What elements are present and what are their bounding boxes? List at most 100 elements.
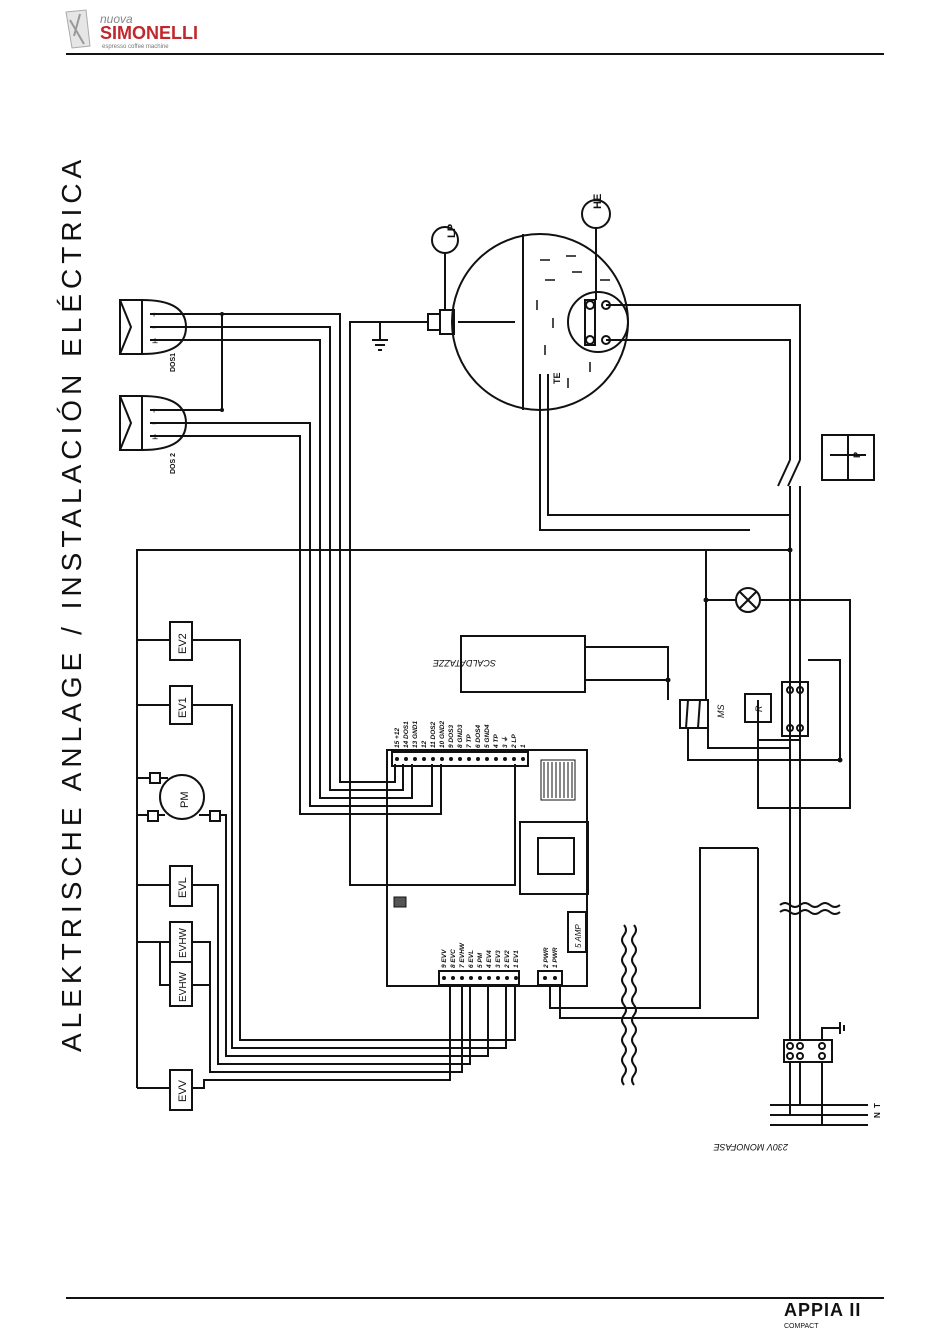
top-terminal-label-5: 10 GND2 [439, 721, 446, 748]
lp-wire [349, 321, 516, 886]
pm-terminal-right [209, 810, 221, 822]
terminal-block-right [781, 659, 841, 760]
power-connector [537, 970, 563, 986]
top-terminal-label-3: 12 [421, 740, 428, 748]
pressure-switch [777, 434, 875, 760]
dos-wiring [186, 313, 442, 815]
pm-terminal-bottom [147, 810, 159, 822]
top-terminal-label-10: 5 GND4 [484, 724, 491, 748]
top-terminal-label-13: 2 LP [511, 734, 518, 749]
model-sub: COMPACT [784, 1323, 819, 1330]
dos1-label: DOS1 [170, 353, 177, 372]
scaldatazze-label: SCALDATAZZE [432, 658, 496, 668]
supply-n-label: N [873, 1112, 882, 1118]
brand-small: nuova [100, 12, 133, 26]
bottom-connector [438, 970, 520, 986]
bottom-terminal-label-5: 4 EV4 [486, 950, 493, 969]
top-terminal-label-4: 11 DOS2 [430, 721, 437, 748]
bottom-terminal-label-0: 9 EVV [441, 949, 448, 968]
top-terminal-label-9: 6 DOS4 [475, 724, 482, 748]
pump-motor [159, 774, 205, 820]
bottom-terminal-label-1: 8 EVC [450, 949, 457, 968]
transformer-core [537, 837, 575, 875]
bottom-terminal-label-8: 1 EV1 [513, 950, 520, 968]
dos2-pin-plus: + [152, 408, 156, 415]
relay-wire [757, 722, 800, 741]
footer-rule [66, 1297, 884, 1299]
dos1-pin-ground: ⊥ [152, 337, 158, 345]
brand-logo-graphic: nuova SIMONELLI espresso coffee machine [65, 9, 198, 50]
transformer [519, 821, 589, 895]
coil-a [621, 924, 627, 1086]
pwr-wire-1 [559, 848, 759, 1019]
supply-label: 230V MONOFASE [713, 1142, 789, 1152]
lp-label: LP [446, 224, 458, 238]
cup-warmer-wire-a [585, 646, 669, 700]
power-terminal-label-1: 1 PWR [552, 947, 559, 968]
logo-cup-mark [65, 9, 91, 49]
ribbon-lines [543, 762, 573, 798]
te-label: TE [552, 372, 562, 384]
logo-swoosh [69, 13, 85, 45]
footer-brand: APPIA II COMPACT [782, 1298, 892, 1338]
pm-terminal-top [149, 772, 161, 784]
dos1-pin-minus: – [152, 325, 156, 332]
top-terminal-label-8: 7 TP [466, 734, 473, 748]
boiler [427, 233, 790, 531]
dos1-pin-plus: + [152, 312, 156, 319]
fuse-box [567, 911, 587, 953]
brand-tagline: espresso coffee machine [102, 44, 169, 50]
header-rule [66, 53, 884, 55]
dos2-pin-minus: – [152, 421, 156, 428]
evv-label: EVV [177, 1079, 189, 1102]
footer-brand-graphic: APPIA II COMPACT [784, 1300, 861, 1330]
ev2-label: EV2 [177, 633, 189, 654]
supply-filter-top [779, 902, 841, 908]
bottom-terminal-label-3: 6 EVL [468, 950, 475, 968]
cup-warmer-box [460, 635, 586, 693]
pwr-wire-2 [549, 847, 758, 1009]
top-terminal-label-6: 9 DOS3 [448, 724, 455, 748]
top-terminal-label-14: 1 [520, 744, 527, 748]
dos2-pin-ground: ⊥ [152, 433, 158, 441]
supply-filter-bottom [779, 909, 841, 915]
supply-t-label: T [873, 1103, 882, 1108]
ribbon-connector [540, 759, 576, 801]
evl-label: EVL [177, 877, 189, 898]
r-label: R [754, 705, 764, 712]
ev1-label: EV1 [177, 697, 189, 718]
evv-coil [169, 1069, 193, 1111]
mains-terminals [770, 1022, 868, 1126]
brand-logo: nuova SIMONELLI espresso coffee machine [62, 6, 262, 52]
ground-symbol-lp [372, 321, 428, 351]
bottom-terminal-label-2: 7 EVHW [459, 942, 466, 968]
power-terminal-label-0: 2 PWR [543, 947, 550, 969]
top-terminal-label-7: 8 GND3 [457, 724, 464, 748]
evhw-label-b: EVHW [178, 971, 189, 1002]
evhw-label-a: EVHW [178, 927, 189, 958]
fuse-label: 5 AMP [574, 924, 583, 948]
top-connector [391, 751, 529, 767]
ms-label: MS [716, 705, 726, 719]
he-label: HE [592, 194, 604, 209]
bottom-terminal-label-4: 5 PM [477, 952, 484, 968]
he-wire-a [606, 304, 801, 440]
board-chip [393, 896, 407, 908]
board-pins [220, 312, 843, 980]
top-terminal-label-1: 14 DOS1 [403, 721, 410, 748]
dos2-label: DOS 2 [170, 453, 177, 474]
top-terminal-label-12: 3 ⏚ [501, 736, 509, 748]
pm-label: PM [179, 792, 191, 809]
bottom-terminal-label-7: 2 EV2 [504, 950, 511, 969]
p-label: P [852, 452, 862, 458]
lamp [706, 587, 851, 809]
he-wire-b [606, 339, 791, 440]
bottom-terminal-label-6: 3 EV3 [495, 950, 502, 968]
model-name: APPIA II [784, 1300, 861, 1320]
brand-name: SIMONELLI [100, 23, 198, 43]
coil-b [631, 924, 637, 1086]
